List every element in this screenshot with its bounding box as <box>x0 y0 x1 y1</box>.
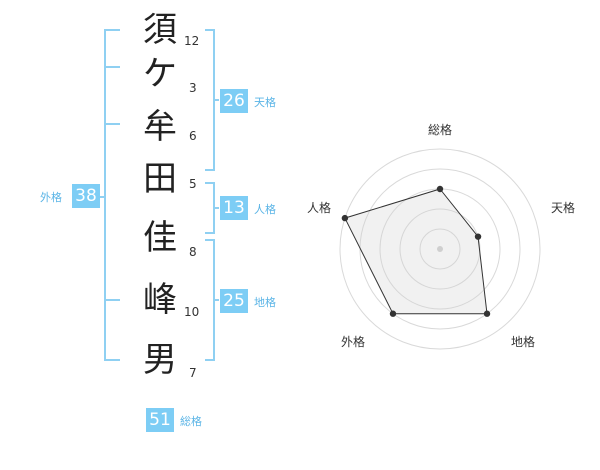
radar-ring-2 <box>399 208 481 290</box>
soukaku-label: 総格 <box>180 415 202 428</box>
radar-center-dot <box>437 246 443 252</box>
radar-label-soukaku: 総格 <box>428 123 453 137</box>
stroke-count-1: 12 <box>184 34 200 48</box>
stroke-count-4: 5 <box>189 177 197 191</box>
name-char-2: ケ <box>143 54 177 94</box>
soukaku-value: 51 <box>146 408 174 432</box>
radar-ring-5 <box>339 148 541 350</box>
radar-points <box>341 185 491 317</box>
radar-ring-1 <box>419 228 461 270</box>
name-char-5: 佳 <box>143 218 177 258</box>
name-char-7: 男 <box>143 340 177 380</box>
gaikaku-label: 外格 <box>40 191 62 204</box>
radar-label-chikaku: 地格 <box>511 335 536 349</box>
chikaku-label: 地格 <box>254 296 276 309</box>
stroke-count-2: 3 <box>189 81 197 95</box>
radar-label-jinkaku: 人格 <box>307 201 332 215</box>
gaikaku-value: 38 <box>72 184 100 208</box>
name-char-3: 牟 <box>143 107 177 147</box>
radar-data-polygon <box>344 188 488 315</box>
radar-point-2 <box>483 310 491 317</box>
gaikaku-bracket <box>104 29 120 361</box>
stroke-count-6: 10 <box>184 305 200 319</box>
name-char-4: 田 <box>143 159 177 199</box>
radar-point-1 <box>474 233 482 240</box>
radar-label-tenkaku: 天格 <box>551 201 576 215</box>
stroke-count-5: 8 <box>189 245 197 259</box>
jinkaku-label: 人格 <box>254 203 276 216</box>
chikaku-value: 25 <box>220 289 248 313</box>
tenkaku-label: 天格 <box>254 96 276 109</box>
stroke-count-3: 6 <box>189 129 197 143</box>
radar-point-4 <box>341 214 349 222</box>
name-char-6: 峰 <box>143 280 177 320</box>
name-char-1: 須 <box>143 10 177 50</box>
jinkaku-value: 13 <box>220 196 248 220</box>
radar-point-3 <box>389 310 397 317</box>
radar-point-0 <box>436 185 444 193</box>
tenkaku-value: 26 <box>220 89 248 113</box>
radar-label-gaikaku: 外格 <box>341 335 366 349</box>
stroke-count-7: 7 <box>189 366 197 380</box>
